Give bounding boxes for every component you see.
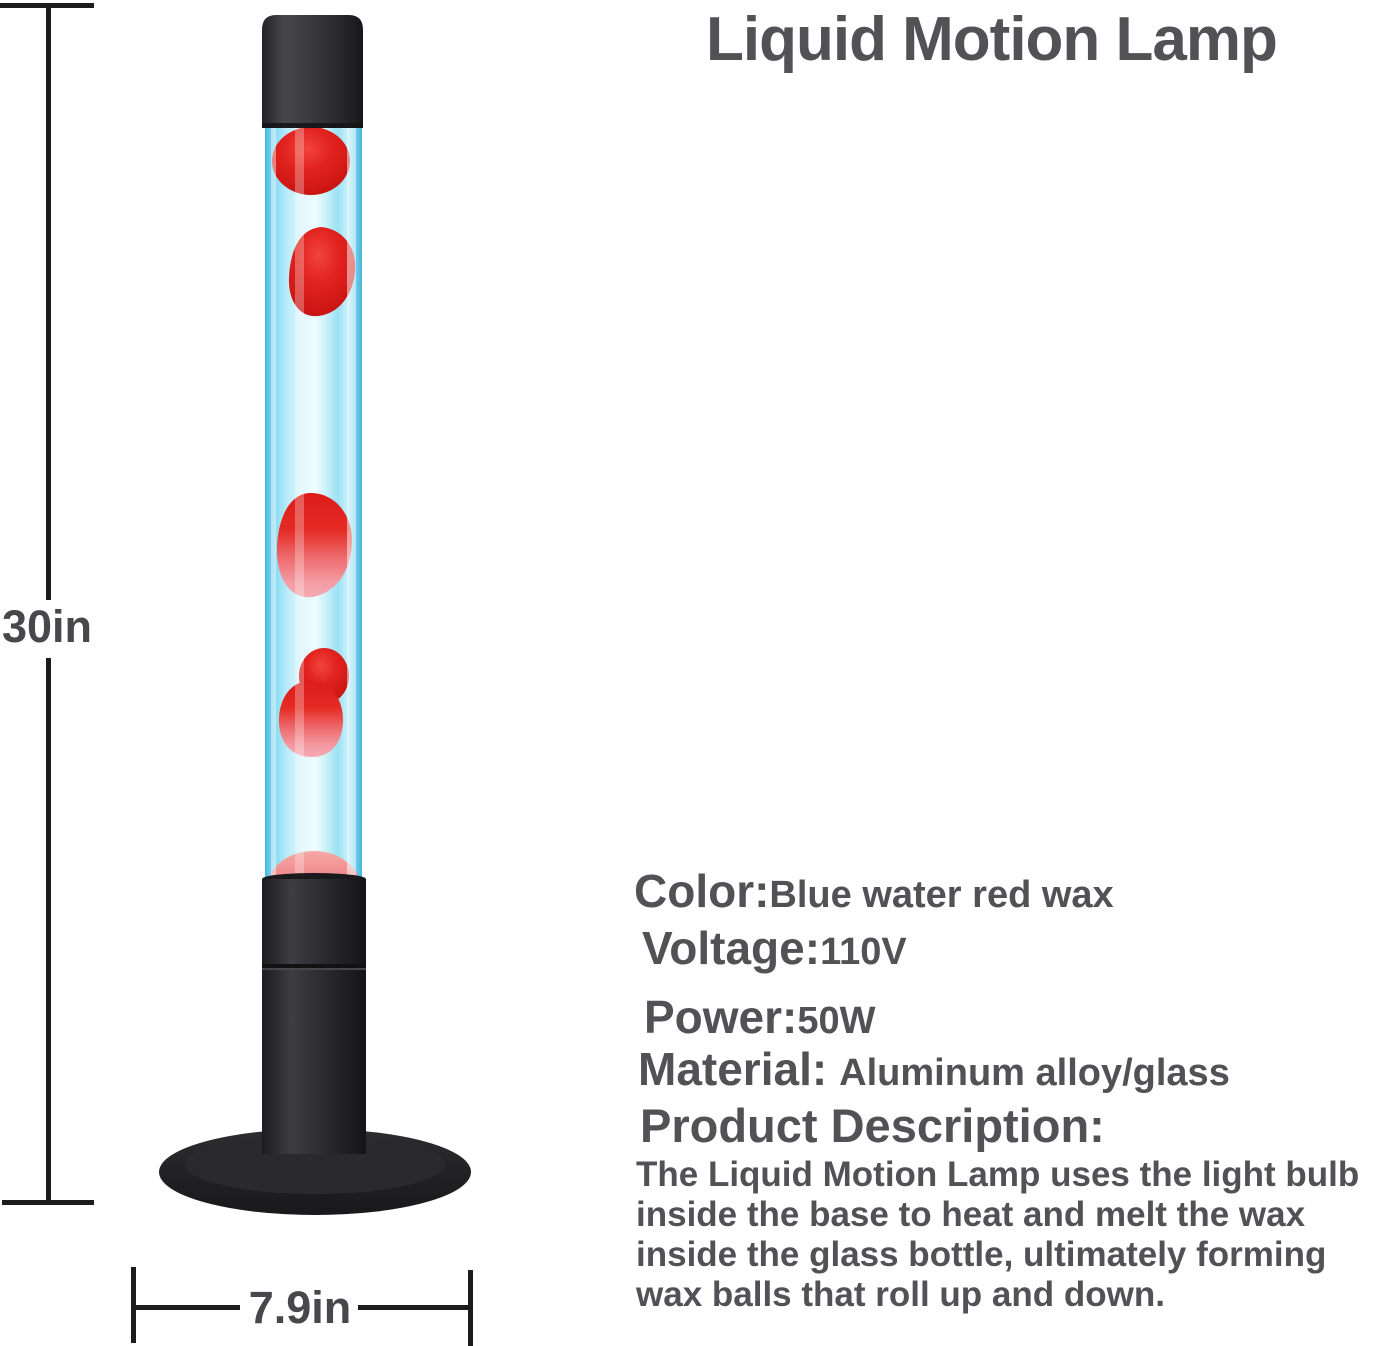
spec-material-label: Material: (638, 1043, 828, 1095)
spec-color-label: Color: (634, 865, 770, 917)
description-line: The Liquid Motion Lamp uses the light bu… (636, 1155, 1360, 1194)
description-line: inside the glass bottle, ultimately form… (636, 1235, 1327, 1274)
glass-highlight-right (347, 118, 356, 882)
spec-power: Power:50W (644, 990, 876, 1044)
lamp-collar (262, 879, 366, 967)
height-dimension-label: 30in (1, 601, 93, 652)
height-dimension-line (0, 3, 94, 1205)
spec-voltage: Voltage:110V (642, 921, 907, 975)
wax-blob-2 (288, 227, 356, 317)
wax-blob-3 (277, 492, 353, 598)
lamp-cap (262, 15, 363, 128)
description-body: The Liquid Motion Lamp uses the light bu… (636, 1155, 1359, 1315)
description-line: wax balls that roll up and down. (636, 1275, 1165, 1314)
wax-blob-4b (278, 681, 344, 758)
spec-voltage-value: 110V (820, 931, 907, 973)
lamp-neck (262, 970, 366, 1154)
wax-blob-top (272, 127, 350, 195)
description-line: inside the base to heat and melt the wax (636, 1195, 1306, 1234)
description-heading: Product Description: (640, 1099, 1105, 1152)
spec-material-value: Aluminum alloy/glass (839, 1052, 1230, 1094)
spec-power-label: Power: (644, 991, 798, 1043)
lamp-collar-seam-highlight (262, 968, 366, 970)
page-title: Liquid Motion Lamp (706, 5, 1278, 74)
glass-highlight-center (295, 118, 304, 882)
spec-voltage-label: Voltage: (642, 922, 821, 974)
lamp-cap-lip (262, 123, 363, 128)
spec-power-value: 50W (797, 1000, 876, 1042)
glass-highlight-left (271, 118, 276, 882)
lamp-base-ridge (185, 1134, 445, 1194)
lamp-collar-seam (262, 964, 366, 968)
spec-material: Material: Aluminum alloy/glass (638, 1042, 1230, 1096)
spec-color-value: Blue water red wax (769, 874, 1114, 916)
spec-color: Color:Blue water red wax (634, 864, 1114, 918)
width-dimension-line (131, 1267, 473, 1346)
width-dimension-label: 7.9in (248, 1282, 352, 1333)
